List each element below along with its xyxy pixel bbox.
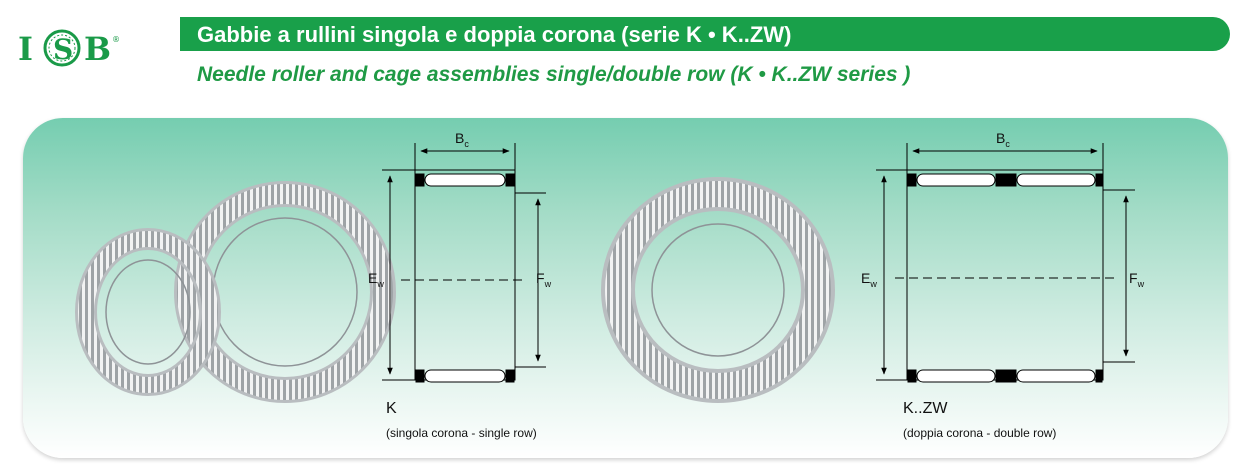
dimension-fw-label: Fw [1129,270,1145,289]
dimension-bc-label: Bc [996,130,1010,149]
svg-text:®: ® [112,35,120,44]
single-row-drawing [382,143,546,383]
svg-text:B: B [84,30,111,68]
svg-text:S: S [53,33,73,66]
title-bar [180,17,1230,51]
isb-logo: I S B ® [18,29,120,68]
dimension-ew-label: Ew [368,270,384,289]
double-row-description: (doppia corona - double row) [903,426,1057,440]
single-row-description: (singola corona - single row) [386,426,537,440]
double-row-code: K..ZW [903,400,948,417]
single-row-cage-photo [75,181,396,403]
double-row-drawing [876,143,1135,383]
title-italian: Gabbie a rullini singola e doppia corona… [197,22,792,47]
svg-text:I: I [18,30,33,68]
title-english: Needle roller and cage assemblies single… [197,63,911,86]
dimension-bc-label: Bc [455,130,469,149]
dimension-fw-label: Fw [536,270,552,289]
dimension-ew-label: Ew [861,270,877,289]
single-row-code: K [386,400,397,417]
double-row-cage-photo [601,177,835,403]
